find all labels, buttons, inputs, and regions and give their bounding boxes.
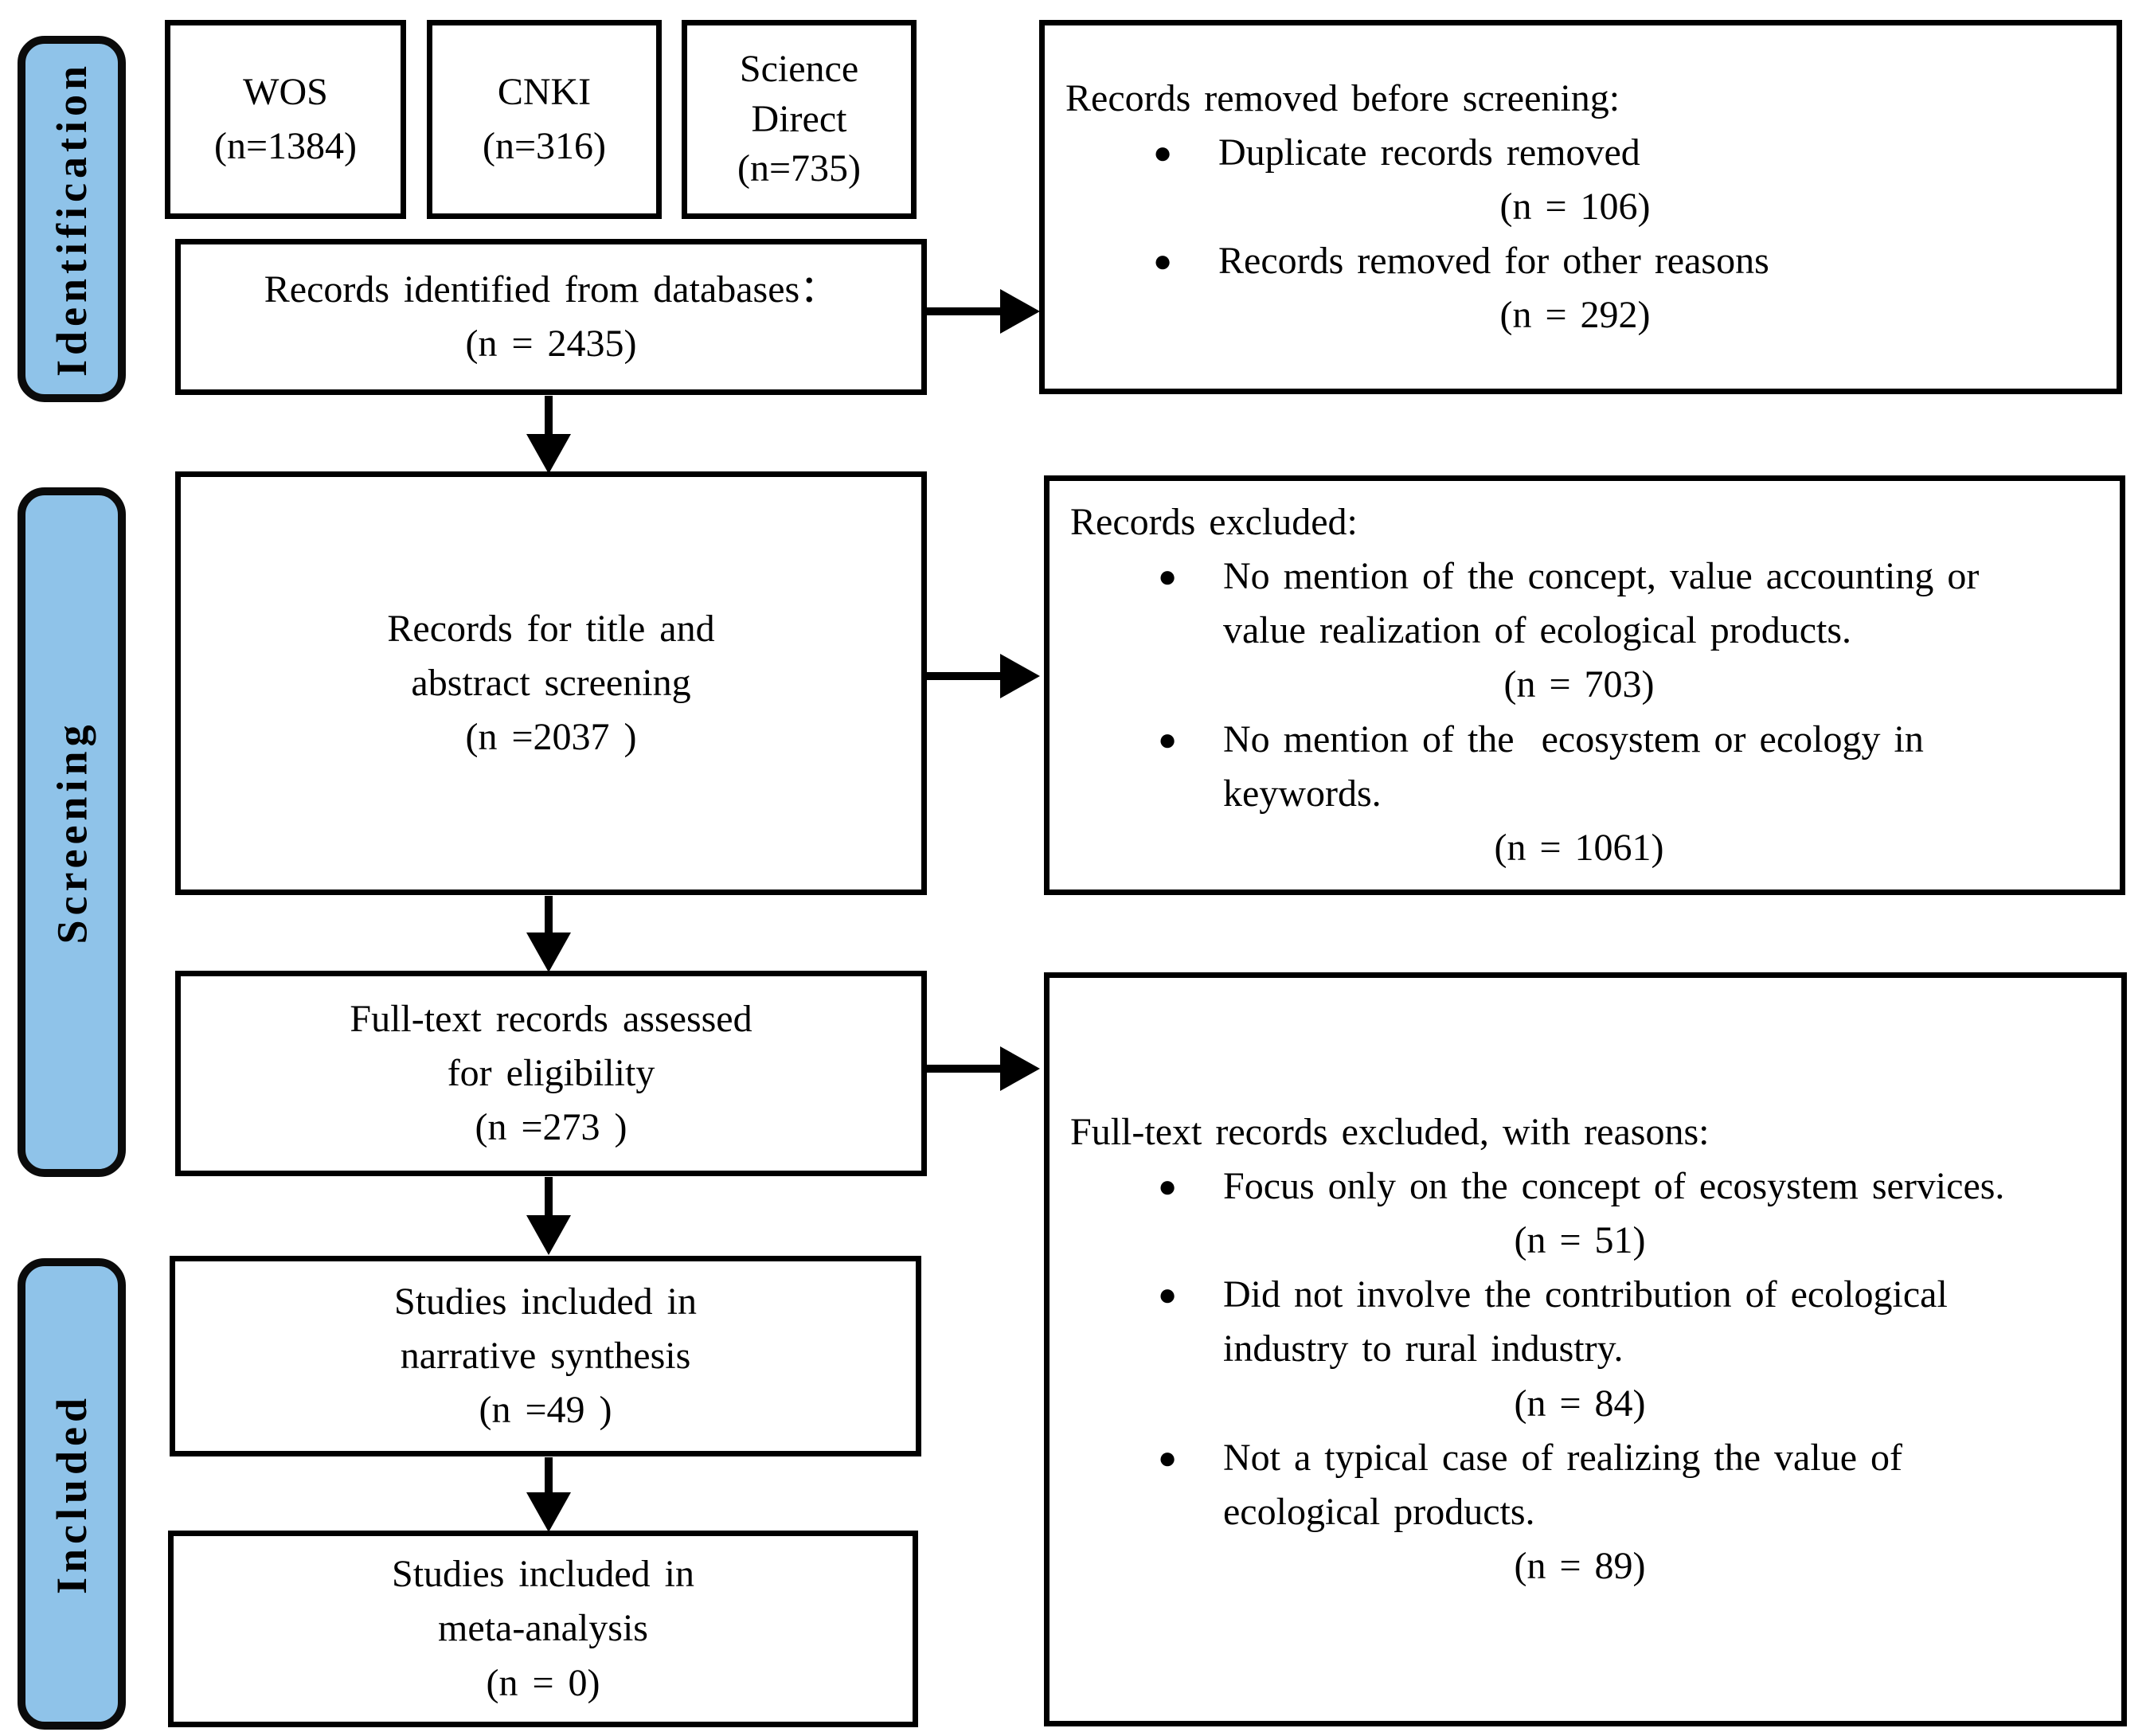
fulltext-excluded-bullet-3-line2: ecological products. bbox=[1223, 1490, 1535, 1533]
fulltext-excluded-bullet-1-text: Focus only on the concept of ecosystem s… bbox=[1223, 1164, 2005, 1207]
box-meta-analysis: Studies included in meta-analysis (n = 0… bbox=[168, 1531, 918, 1727]
arrow-head bbox=[526, 434, 571, 474]
narrative-count: (n =49 ) bbox=[479, 1389, 612, 1432]
box-wos: WOS (n=1384) bbox=[165, 20, 406, 219]
title-abstract-count: (n =2037 ) bbox=[465, 716, 637, 759]
meta-line2: meta-analysis bbox=[438, 1607, 648, 1650]
arrow-line bbox=[545, 896, 553, 936]
arrow-line bbox=[545, 1457, 553, 1496]
arrow-head bbox=[526, 1492, 571, 1532]
fulltext-excluded-bullet-2: ● Did not involve the contribution of ec… bbox=[1070, 1268, 2089, 1376]
bullet-icon: ● bbox=[1158, 1277, 1178, 1313]
bullet-icon: ● bbox=[1153, 243, 1173, 280]
sidebar-screening: Screening bbox=[18, 487, 126, 1177]
box-narrative-synthesis: Studies included in narrative synthesis … bbox=[170, 1256, 921, 1456]
fulltext-excluded-bullet-1: ● Focus only on the concept of ecosystem… bbox=[1070, 1159, 2089, 1214]
bullet-icon: ● bbox=[1158, 558, 1178, 595]
bullet-icon: ● bbox=[1158, 721, 1178, 757]
arrow-head bbox=[1000, 1046, 1040, 1091]
fulltext-excluded-heading: Full-text records excluded, with reasons… bbox=[1070, 1110, 1710, 1153]
bullet-icon: ● bbox=[1158, 1167, 1178, 1204]
records-excluded-bullet-2-line2: keywords. bbox=[1223, 772, 1382, 815]
box-wos-line: WOS bbox=[243, 70, 328, 113]
sidebar-included: Included bbox=[18, 1258, 126, 1730]
fulltext-assessed-line1: Full-text records assessed bbox=[350, 997, 752, 1040]
arrow-line bbox=[927, 672, 1003, 680]
sidebar-included-label: Included bbox=[48, 1393, 96, 1595]
box-science-direct: Science Direct (n=735) bbox=[682, 20, 917, 219]
records-removed-bullet-1-text: Duplicate records removed bbox=[1218, 131, 1640, 174]
records-identified-count: (n = 2435) bbox=[465, 323, 637, 365]
box-science-direct-line2: Direct bbox=[751, 97, 847, 140]
records-removed-bullet-2-text: Records removed for other reasons bbox=[1218, 240, 1769, 283]
records-identified-line: Records identified from databases： bbox=[264, 268, 838, 311]
arrow-head bbox=[1000, 654, 1040, 698]
box-records-identified: Records identified from databases： (n = … bbox=[175, 239, 927, 395]
arrow-line bbox=[927, 307, 1003, 315]
meta-count: (n = 0) bbox=[486, 1661, 600, 1704]
records-removed-bullet-2-count: (n = 292) bbox=[1499, 294, 1651, 337]
box-cnki-line: CNKI bbox=[497, 70, 592, 113]
records-excluded-bullet-1-count: (n = 703) bbox=[1503, 663, 1655, 706]
title-abstract-line2: abstract screening bbox=[411, 661, 691, 704]
arrow-head bbox=[526, 1215, 571, 1255]
arrow-head bbox=[1000, 289, 1040, 334]
records-excluded-heading: Records excluded: bbox=[1070, 500, 1358, 543]
box-wos-count: (n=1384) bbox=[213, 125, 358, 167]
arrow-head bbox=[526, 933, 571, 972]
box-title-abstract-screening: Records for title and abstract screening… bbox=[175, 471, 927, 895]
records-removed-bullet-2: ● Records removed for other reasons bbox=[1065, 234, 2085, 288]
records-excluded-bullet-2-line1: No mention of the ecosystem or ecology i… bbox=[1223, 717, 1924, 760]
fulltext-excluded-bullet-2-line1: Did not involve the contribution of ecol… bbox=[1223, 1273, 1948, 1316]
meta-line1: Studies included in bbox=[392, 1553, 694, 1596]
title-abstract-line1: Records for title and bbox=[387, 607, 715, 650]
box-records-removed: Records removed before screening: ● Dupl… bbox=[1039, 20, 2122, 394]
fulltext-excluded-bullet-1-count: (n = 51) bbox=[1514, 1219, 1646, 1262]
arrow-line bbox=[545, 1177, 553, 1218]
narrative-line1: Studies included in bbox=[394, 1280, 697, 1323]
records-excluded-bullet-2-count: (n = 1061) bbox=[1494, 826, 1664, 869]
records-removed-bullet-1-count: (n = 106) bbox=[1499, 185, 1651, 228]
sidebar-identification-label: Identification bbox=[48, 61, 96, 377]
fulltext-assessed-line2: for eligibility bbox=[447, 1051, 655, 1094]
box-cnki-count: (n=316) bbox=[482, 125, 607, 167]
records-excluded-bullet-1-line1: No mention of the concept, value account… bbox=[1223, 555, 1980, 598]
sidebar-screening-label: Screening bbox=[48, 720, 96, 944]
records-excluded-bullet-1: ● No mention of the concept, value accou… bbox=[1070, 549, 2088, 658]
fulltext-excluded-bullet-2-count: (n = 84) bbox=[1514, 1382, 1646, 1425]
records-excluded-bullet-1-line2: value realization of ecological products… bbox=[1223, 609, 1852, 652]
box-science-direct-count: (n=735) bbox=[737, 147, 862, 190]
fulltext-excluded-bullet-3-count: (n = 89) bbox=[1514, 1545, 1646, 1588]
fulltext-excluded-bullet-2-line2: industry to rural industry. bbox=[1223, 1327, 1624, 1370]
box-fulltext-assessed: Full-text records assessed for eligibili… bbox=[175, 971, 927, 1176]
fulltext-excluded-bullet-3: ● Not a typical case of realizing the va… bbox=[1070, 1431, 2089, 1539]
box-records-excluded: Records excluded: ● No mention of the co… bbox=[1044, 475, 2125, 895]
box-cnki: CNKI (n=316) bbox=[427, 20, 662, 219]
bullet-icon: ● bbox=[1153, 134, 1173, 170]
sidebar-identification: Identification bbox=[18, 36, 126, 402]
arrow-line bbox=[927, 1065, 1003, 1073]
arrow-line bbox=[545, 396, 553, 437]
narrative-line2: narrative synthesis bbox=[400, 1334, 691, 1377]
records-removed-bullet-1: ● Duplicate records removed bbox=[1065, 126, 2085, 180]
records-excluded-bullet-2: ● No mention of the ecosystem or ecology… bbox=[1070, 713, 2088, 821]
fulltext-excluded-bullet-3-line1: Not a typical case of realizing the valu… bbox=[1223, 1436, 1902, 1479]
records-removed-heading: Records removed before screening: bbox=[1065, 76, 1620, 119]
fulltext-assessed-count: (n =273 ) bbox=[475, 1106, 627, 1149]
box-fulltext-excluded: Full-text records excluded, with reasons… bbox=[1044, 972, 2127, 1726]
bullet-icon: ● bbox=[1158, 1439, 1178, 1476]
box-science-direct-line1: Science bbox=[739, 48, 859, 91]
